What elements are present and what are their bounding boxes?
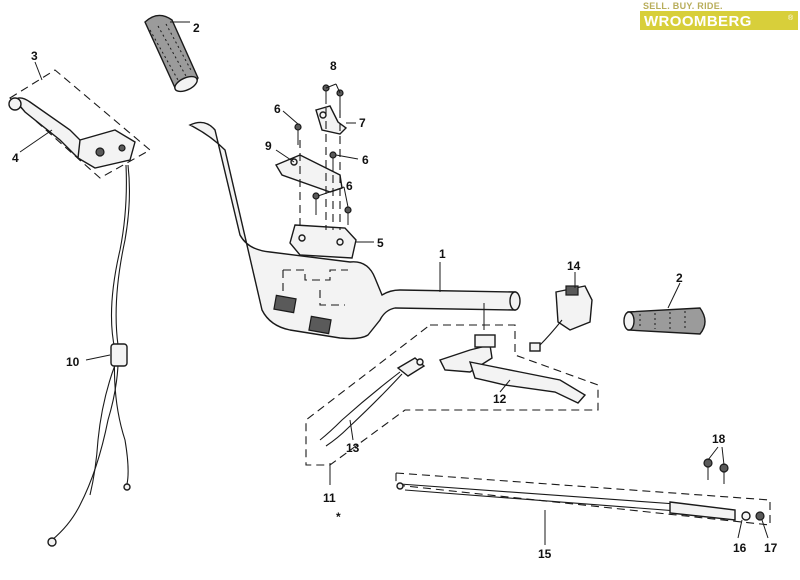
callout-1: 1	[439, 247, 446, 261]
leader-3	[34, 61, 43, 81]
kit-outline-15	[395, 472, 771, 526]
brand-logo: SELL. BUY. RIDE. WROOMBERG ®	[640, 1, 798, 30]
callout-4: 4	[12, 151, 19, 165]
callout-6c: 6	[346, 179, 353, 193]
callout-3: 3	[31, 49, 38, 63]
mount-bracket	[315, 105, 348, 135]
callout-13: 13	[346, 441, 360, 455]
bolt	[719, 463, 729, 484]
leader-13	[349, 419, 354, 441]
handlebar-tube	[188, 121, 521, 340]
leader-9	[275, 149, 295, 163]
left-grip	[144, 14, 199, 93]
left-lever-assembly	[8, 69, 151, 179]
clutch-switch	[319, 357, 426, 447]
logo-name: WROOMBERG	[644, 13, 752, 30]
leader-8	[325, 83, 341, 94]
callout-15: 15	[538, 547, 552, 561]
leader-17	[761, 519, 769, 539]
logo-badge	[640, 11, 798, 30]
leader-10	[85, 354, 111, 361]
leader-2b	[667, 282, 681, 309]
callout-7: 7	[359, 116, 366, 130]
callout-18: 18	[712, 432, 726, 446]
logo-registered-mark: ®	[788, 14, 794, 22]
leader-12	[499, 379, 511, 393]
leader-6b	[335, 154, 359, 160]
right-grip	[623, 307, 706, 335]
leader-18	[707, 446, 725, 466]
right-lever-assembly	[305, 324, 599, 466]
logo-tagline: SELL. BUY. RIDE.	[643, 1, 723, 11]
bolt	[344, 206, 352, 225]
assembly-lines	[299, 108, 341, 230]
control-cable	[395, 472, 771, 526]
handlebar-clamp-upper	[274, 154, 343, 193]
kit-outline-3	[9, 69, 151, 179]
callout-16: 16	[733, 541, 747, 555]
leader-16	[737, 519, 743, 539]
callout-14: 14	[567, 259, 581, 273]
callout-8: 8	[330, 59, 337, 73]
bolt	[329, 151, 337, 172]
asterisk-note: *	[336, 510, 341, 524]
handlebar-clamp-lower	[289, 224, 357, 259]
bolt	[312, 192, 320, 215]
callout-6a: 6	[274, 102, 281, 116]
bolts	[294, 84, 729, 484]
callout-10: 10	[66, 355, 80, 369]
wiring-harness	[47, 164, 131, 547]
callout-12: 12	[493, 392, 507, 406]
kit-outline-11	[305, 324, 599, 466]
callout-2b: 2	[676, 271, 683, 285]
callout-6b: 6	[362, 153, 369, 167]
leader-6a	[282, 110, 299, 125]
switch-housing	[529, 285, 593, 352]
callout-9: 9	[265, 139, 272, 153]
leader-4	[19, 129, 53, 153]
callout-11: 11	[323, 491, 336, 505]
callout-5: 5	[377, 236, 384, 250]
callout-17: 17	[764, 541, 778, 555]
callout-2a: 2	[193, 21, 200, 35]
bolt	[703, 458, 713, 480]
